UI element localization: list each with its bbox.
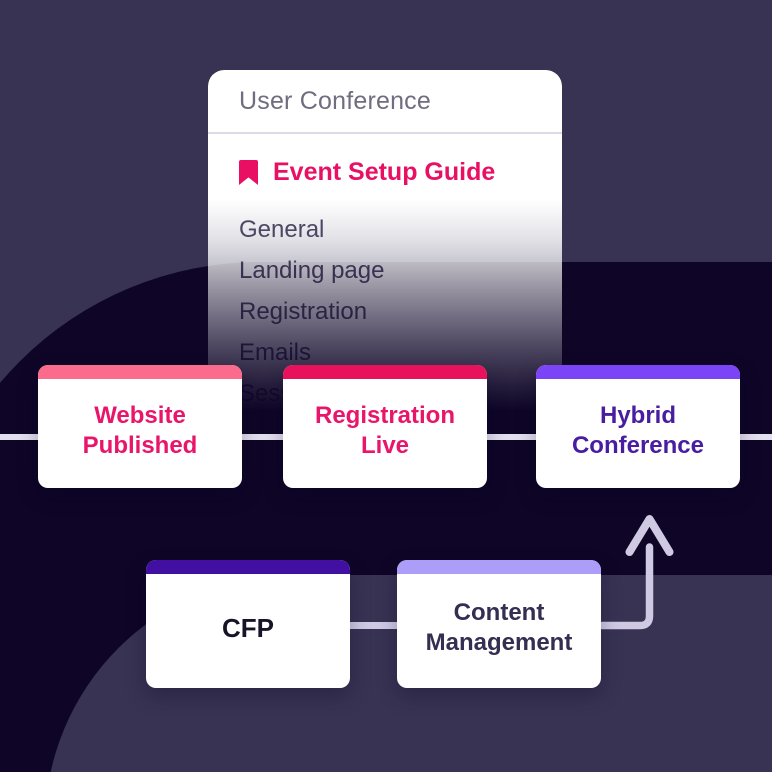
card-top-bar [146, 560, 350, 574]
task-label: CFP [222, 612, 274, 643]
menu-item-emails[interactable]: Emails [239, 338, 312, 366]
milestone-label: Registration Live [314, 401, 455, 459]
menu-list: General Landing page Registration Emails… [208, 201, 562, 414]
card-top-bar [397, 560, 601, 574]
milestone-label: Website Published [82, 401, 198, 459]
menu-section-event-setup-guide[interactable]: Event Setup Guide [208, 134, 562, 201]
milestone-card-hybrid-conference: Hybrid Conference [536, 365, 740, 488]
task-connector-line [340, 622, 406, 629]
card-top-bar [283, 365, 487, 379]
task-label: Content Management [425, 599, 573, 656]
menu-section-label: Event Setup Guide [273, 158, 496, 186]
task-card-content-management: Content Management [397, 560, 601, 688]
milestone-label: Hybrid Conference [571, 401, 705, 459]
menu-item-landing-page[interactable]: Landing page [239, 256, 385, 284]
milestone-card-website-published: Website Published [38, 365, 242, 488]
task-card-cfp: CFP [146, 560, 350, 688]
menu-item-registration[interactable]: Registration [239, 297, 368, 325]
arrow-up-icon [595, 505, 685, 640]
milestone-card-registration-live: Registration Live [283, 365, 487, 488]
menu-title: User Conference [208, 70, 562, 134]
bookmark-icon [239, 160, 258, 185]
card-top-bar [38, 365, 242, 379]
card-top-bar [536, 365, 740, 379]
event-setup-menu-card: User Conference Event Setup Guide Genera… [208, 70, 562, 412]
menu-item-general[interactable]: General [239, 215, 325, 243]
